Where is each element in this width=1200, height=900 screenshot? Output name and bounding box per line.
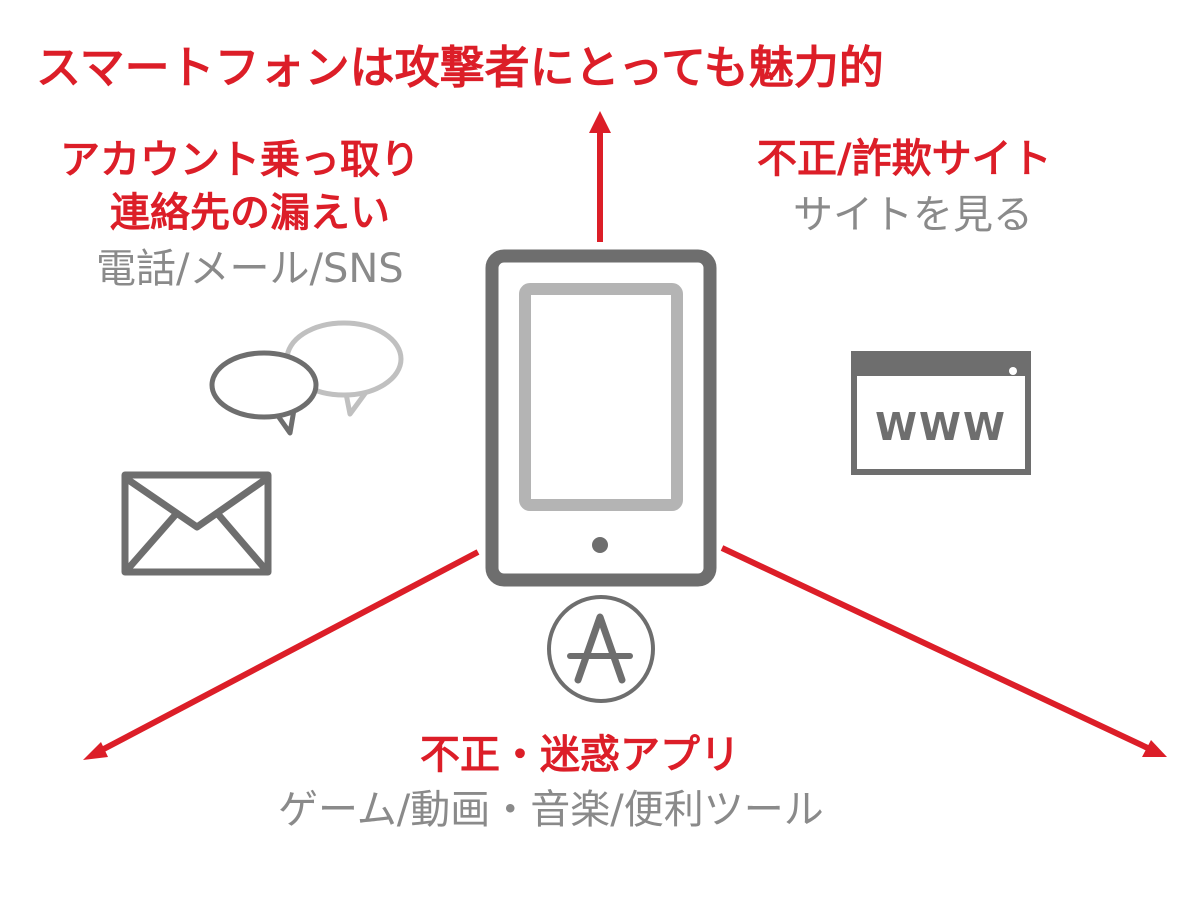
left-threat-line1: アカウント乗っ取り [60,137,420,183]
app-store-icon [547,595,655,703]
right-threat-title: 不正/詐欺サイト [757,136,1052,182]
bottom-channel-label: ゲーム/動画・音楽/便利ツール [278,787,824,833]
envelope-icon [121,471,272,576]
headline: スマートフォンは攻撃者にとっても魅力的 [36,41,884,94]
left-threat-line2: 連絡先の漏えい [110,190,390,236]
arrow-up [589,111,611,242]
chat-bubbles-icon [209,320,404,436]
arrow-down-left [83,549,480,760]
arrow-down-right [720,545,1167,757]
browser-www-text: WWW [875,405,1007,449]
bottom-threat-title: 不正・迷惑アプリ [420,732,740,778]
left-channel-label: 電話/メール/SNS [96,246,404,292]
smartphone-icon [485,249,717,587]
browser-www-icon: WWW [851,351,1031,475]
right-channel-label: サイトを見る [793,192,1033,238]
